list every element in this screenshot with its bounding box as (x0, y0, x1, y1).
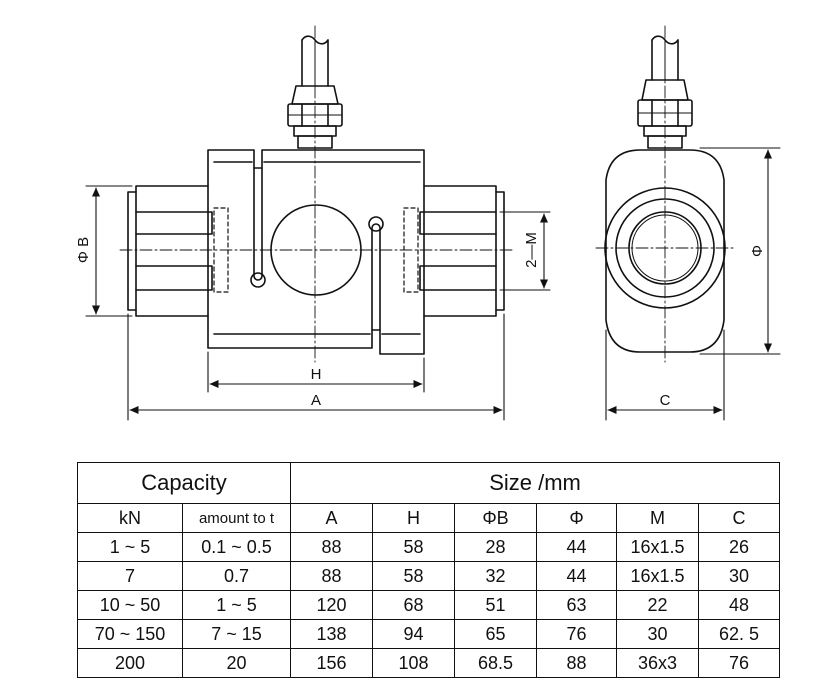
table-cell: 28 (454, 532, 537, 562)
table-row: 1 ~ 5 0.1 ~ 0.5 88 58 28 44 16x1.5 26 (77, 532, 781, 562)
table-cell: 16x1.5 (616, 561, 699, 591)
table-cell: 88 (536, 648, 617, 678)
column-header: M (616, 503, 699, 533)
table-cell: 7 ~ 15 (182, 619, 291, 649)
left-rod (127, 185, 229, 317)
table-cell: 65 (454, 619, 537, 649)
table-cell: 26 (697, 532, 781, 562)
table-cell: 76 (697, 648, 781, 678)
column-header: A (290, 503, 373, 533)
table-cell: 200 (77, 648, 183, 678)
technical-drawing: H A Φ B 2—M (75, 25, 781, 421)
table-cell: 63 (536, 590, 617, 620)
table-cell: 68.5 (454, 648, 537, 678)
label-dim-a: A (311, 392, 321, 409)
table-cell: 51 (454, 590, 537, 620)
table-cell: 1 ~ 5 (182, 590, 291, 620)
table-row: 70 ~ 150 7 ~ 15 138 94 65 76 30 62. 5 (77, 619, 781, 649)
label-dim-phi: Φ (749, 245, 766, 257)
capacity-header: Capacity (77, 462, 291, 504)
table-row: 7 0.7 88 58 32 44 16x1.5 30 (77, 561, 781, 591)
column-header: ΦB (454, 503, 537, 533)
table-cell: 58 (372, 532, 455, 562)
dim-phi-b (85, 185, 133, 317)
table-cell: 120 (290, 590, 373, 620)
label-dim-h: H (311, 366, 322, 383)
table-cell: 138 (290, 619, 373, 649)
side-center-lines (595, 25, 737, 363)
table-row: 10 ~ 50 1 ~ 5 120 68 51 63 22 48 (77, 590, 781, 620)
column-header: amount to t (182, 503, 291, 533)
table-row: 200 20 156 108 68.5 88 36x3 76 (77, 648, 781, 678)
dim-h (207, 351, 425, 393)
table-cell: 156 (290, 648, 373, 678)
table-cell: 70 ~ 150 (77, 619, 183, 649)
table-cell: 10 ~ 50 (77, 590, 183, 620)
table-cell: 58 (372, 561, 455, 591)
dim-2-m (499, 211, 551, 291)
dim-a (127, 313, 505, 421)
group-header-row: Capacity Size /mm (77, 462, 781, 504)
table-cell: 32 (454, 561, 537, 591)
table-cell: 62. 5 (697, 619, 781, 649)
sensor-body (207, 149, 425, 355)
table-cell: 0.1 ~ 0.5 (182, 532, 291, 562)
table-cell: 36x3 (616, 648, 699, 678)
label-dim-2-m: 2—M (523, 232, 540, 268)
table-cell: 16x1.5 (616, 532, 699, 562)
dim-c (605, 329, 725, 421)
table-cell: 44 (536, 532, 617, 562)
size-header: Size /mm (289, 462, 781, 504)
column-header: kN (77, 503, 183, 533)
table-cell: 94 (372, 619, 455, 649)
right-rod (403, 185, 505, 317)
spec-table: Capacity Size /mm kN amount to t A H ΦB … (77, 462, 781, 678)
table-cell: 30 (697, 561, 781, 591)
table-cell: 88 (290, 532, 373, 562)
column-header: Φ (536, 503, 617, 533)
table-cell: 1 ~ 5 (77, 532, 183, 562)
label-dim-c: C (660, 392, 671, 409)
dim-phi (699, 147, 781, 355)
center-lines (119, 25, 513, 363)
table-cell: 48 (697, 590, 781, 620)
table-cell: 0.7 (182, 561, 291, 591)
table-cell: 20 (182, 648, 291, 678)
table-cell: 22 (616, 590, 699, 620)
side-view: Φ C (595, 25, 781, 421)
table-cell: 44 (536, 561, 617, 591)
table-cell: 30 (616, 619, 699, 649)
column-header: H (372, 503, 455, 533)
table-cell: 76 (536, 619, 617, 649)
label-dim-phi-b: Φ B (75, 237, 92, 263)
column-header-row: kN amount to t A H ΦB Φ M C (77, 503, 781, 533)
table-cell: 88 (290, 561, 373, 591)
front-view: H A Φ B 2—M (75, 25, 551, 421)
table-cell: 68 (372, 590, 455, 620)
table-cell: 108 (372, 648, 455, 678)
table-cell: 7 (77, 561, 183, 591)
column-header: C (697, 503, 781, 533)
